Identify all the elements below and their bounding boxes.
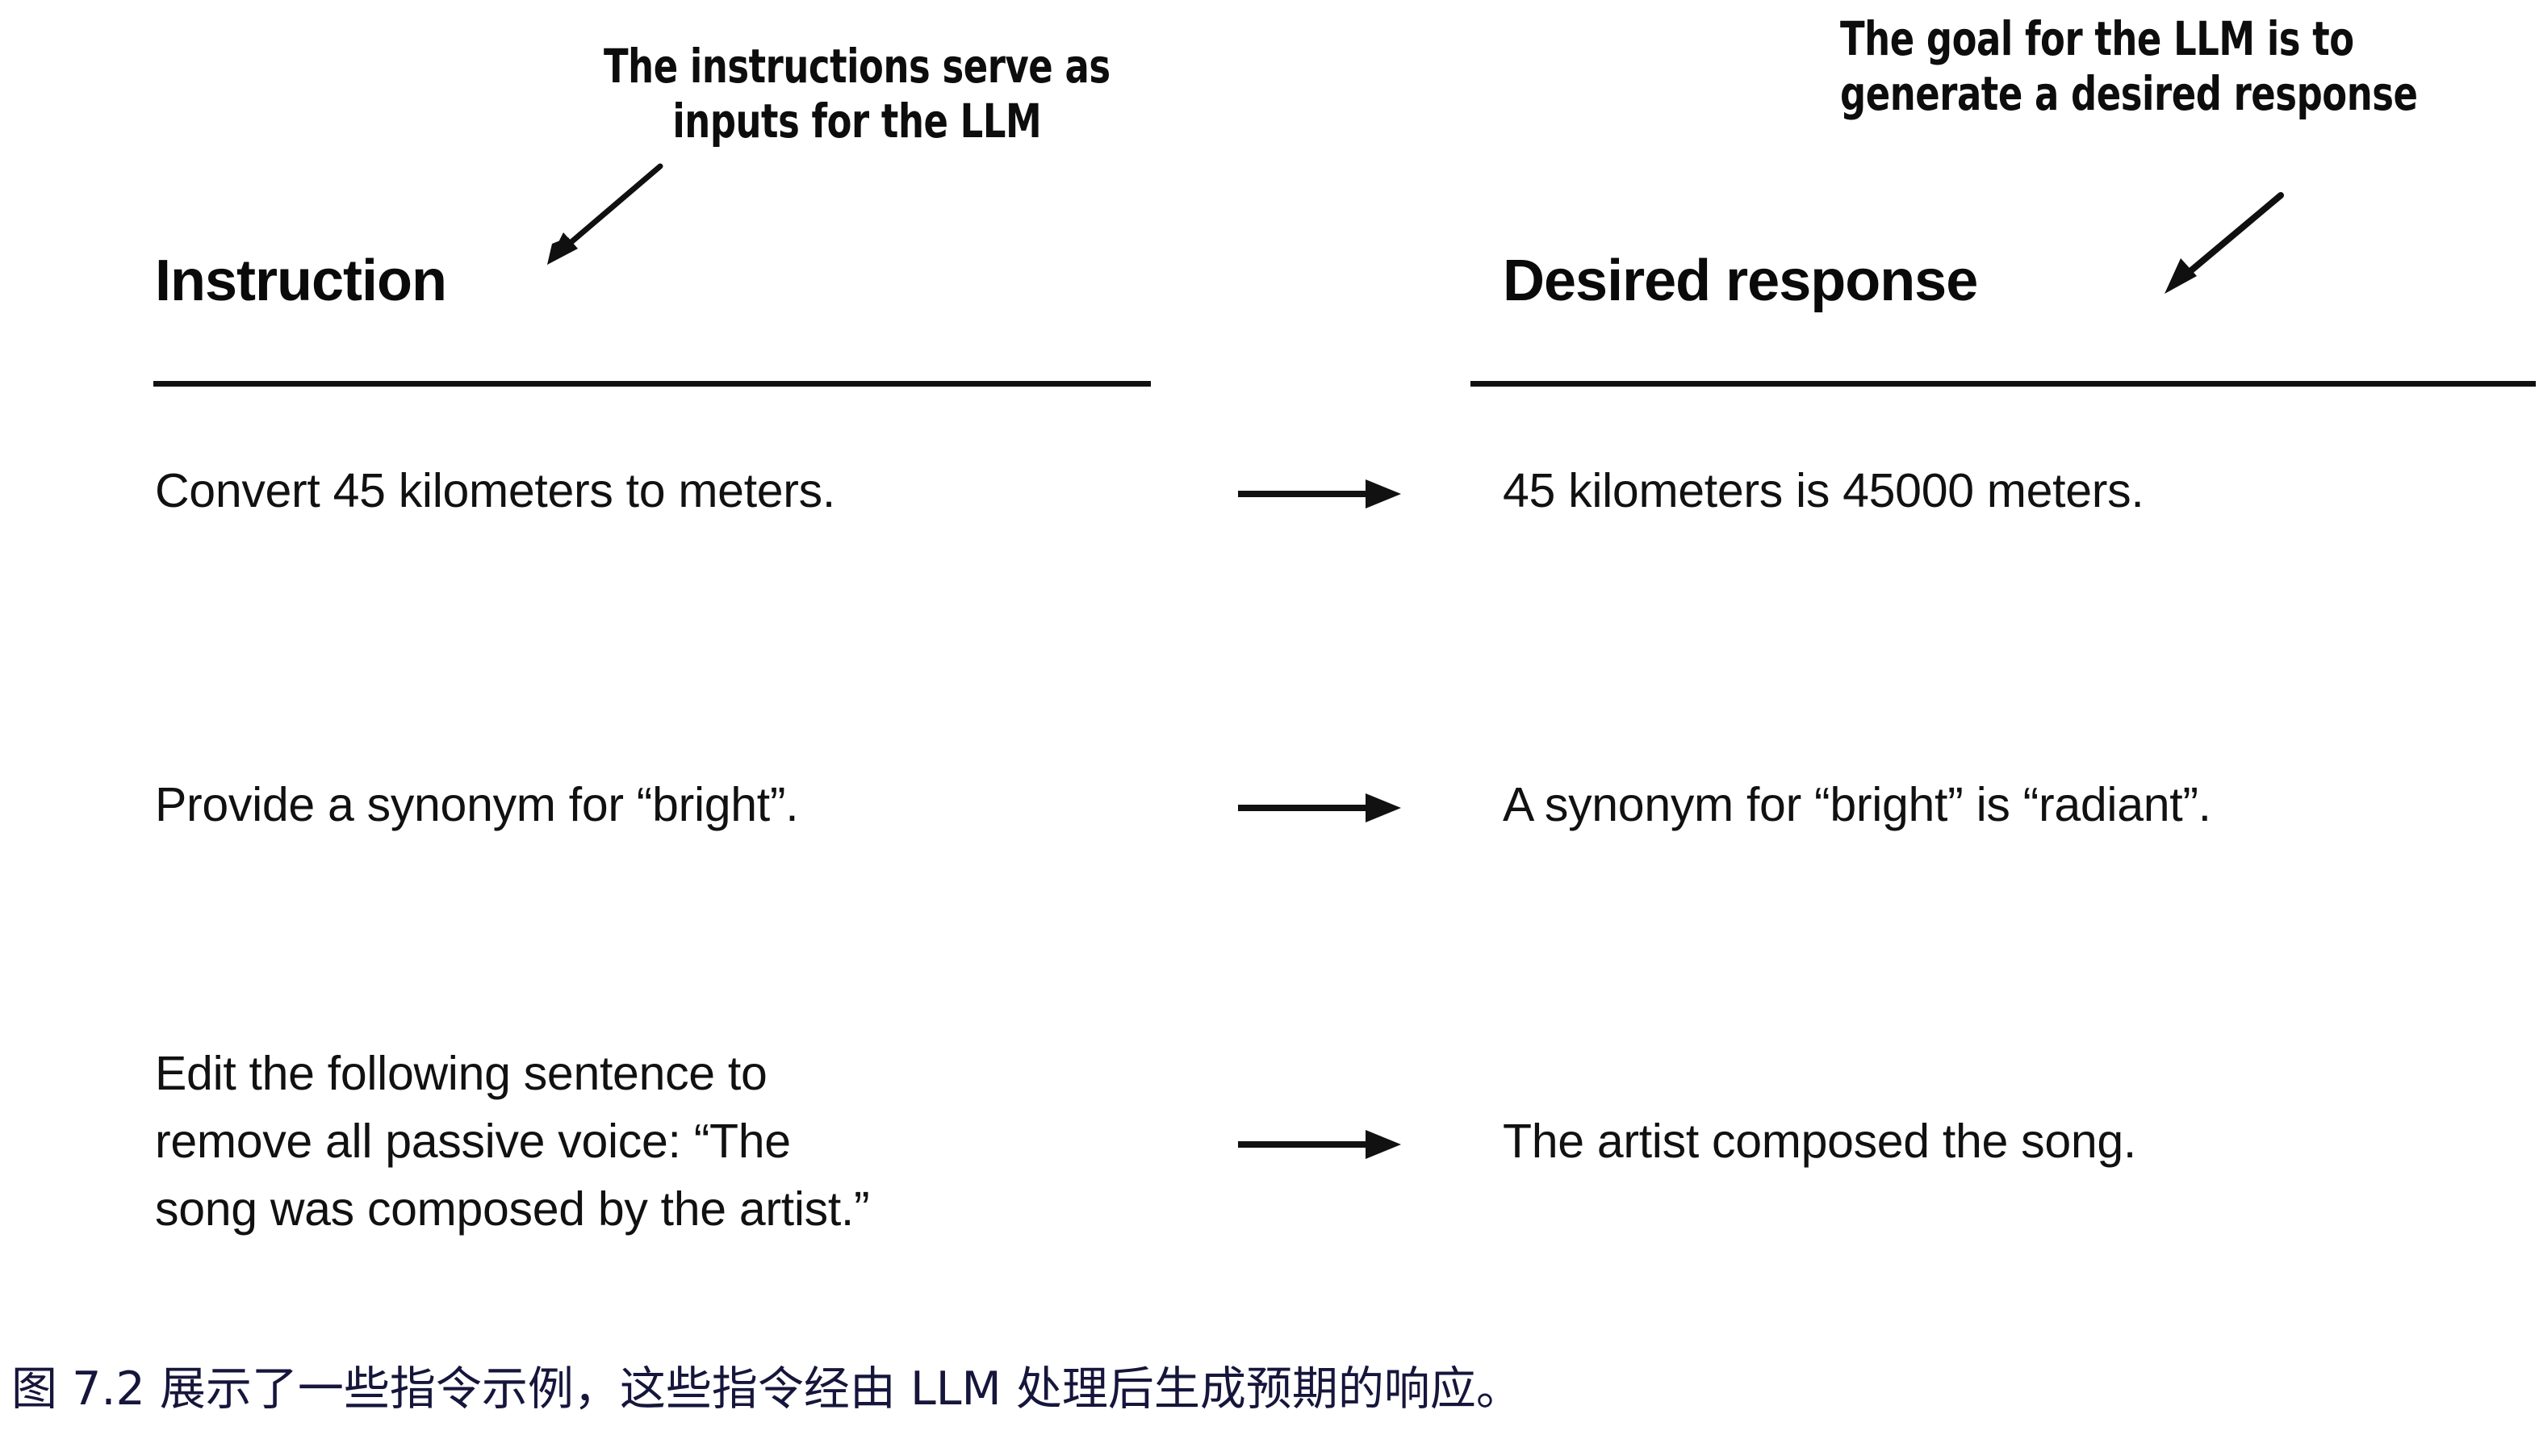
row-3-instruction-line-2: remove all passive voice: “The <box>155 1115 791 1168</box>
row-3-response-line-1: The artist composed the song. <box>1503 1115 2136 1168</box>
table-row-1-instruction: Convert 45 kilometers to meters. <box>155 457 1156 525</box>
annotation-instructions-note: The instructions serve as inputs for the… <box>604 39 1111 149</box>
table-row-2-instruction: Provide a synonym for “bright”. <box>155 771 1156 839</box>
header-rule-instruction <box>153 381 1151 387</box>
figure-caption: 图 7.2 展示了一些指令示例，这些指令经由 LLM 处理后生成预期的响应。 <box>11 1362 1522 1416</box>
row-1-response-line-1: 45 kilometers is 45000 meters. <box>1503 464 2144 517</box>
row-2-connector-arrow-icon <box>1238 793 1401 822</box>
row-1-instruction-line-1: Convert 45 kilometers to meters. <box>155 464 835 517</box>
annotation-goal-note: The goal for the LLM is to generate a de… <box>1840 11 2418 122</box>
column-header-desired-response: Desired response <box>1503 249 1978 313</box>
row-2-instruction-line-1: Provide a synonym for “bright”. <box>155 778 799 831</box>
table-row-3-response: The artist composed the song. <box>1503 1107 2528 1175</box>
table-row-1-response: 45 kilometers is 45000 meters. <box>1503 457 2528 525</box>
header-rule-desired-response <box>1470 381 2536 387</box>
annotation-left-line-1: The instructions serve as <box>604 39 1111 94</box>
row-3-instruction-line-3: song was composed by the artist.” <box>155 1182 870 1236</box>
row-3-connector-arrow-icon <box>1238 1130 1401 1159</box>
annotation-right-line-2: generate a desired response <box>1840 66 2418 122</box>
table-row-3-instruction: Edit the following sentence to remove al… <box>155 1040 1156 1243</box>
annotation-left-arrow-icon <box>547 163 663 265</box>
table-row-2-response: A synonym for “bright” is “radiant”. <box>1503 771 2528 839</box>
column-header-instruction: Instruction <box>155 249 447 313</box>
annotation-right-line-1: The goal for the LLM is to <box>1840 11 2354 66</box>
row-2-response-line-1: A synonym for “bright” is “radiant”. <box>1503 778 2211 831</box>
annotation-right-arrow-icon <box>2165 192 2284 294</box>
row-3-instruction-line-1: Edit the following sentence to <box>155 1047 768 1100</box>
annotation-left-line-2: inputs for the LLM <box>672 94 1042 149</box>
row-1-connector-arrow-icon <box>1238 479 1401 508</box>
